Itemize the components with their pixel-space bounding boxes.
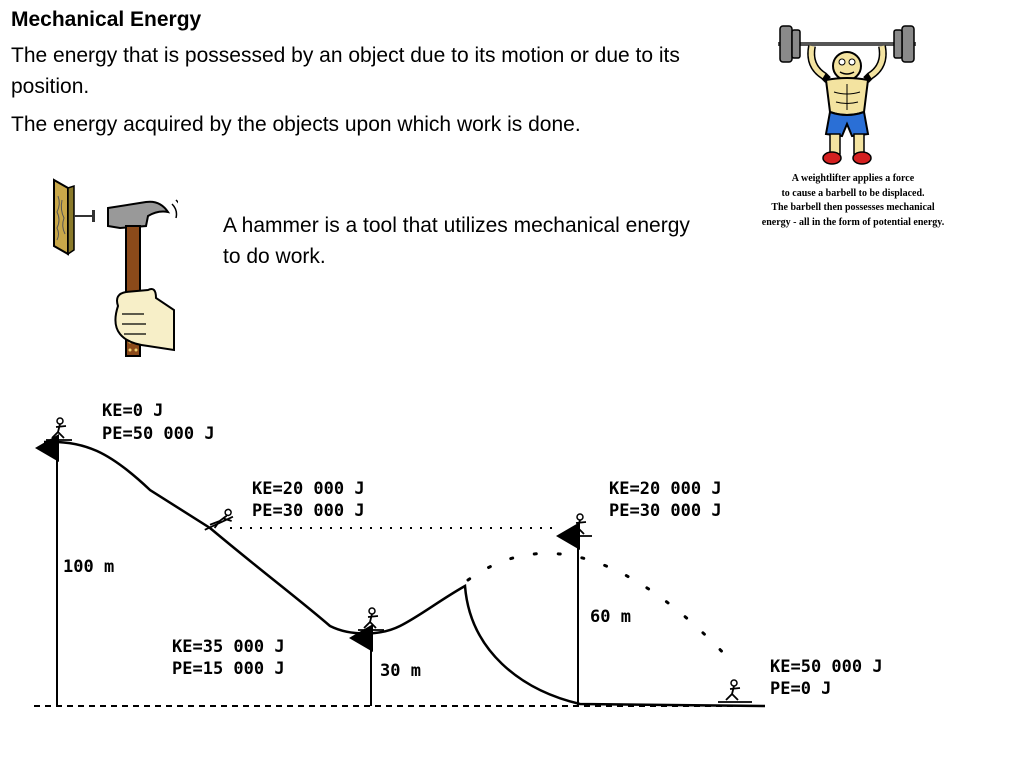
label-apex-ke: KE=20 000 J (609, 479, 722, 499)
label-top-pe: PE=50 000 J (102, 424, 215, 444)
wooden-board (53, 178, 75, 256)
label-height-30: 30 m (380, 661, 421, 681)
hand (114, 288, 175, 352)
weightlifter-illustration (778, 25, 916, 165)
slide-title: Mechanical Energy (11, 8, 202, 31)
weightlifter-body (807, 45, 887, 116)
energy-diagram: KE=0 J PE=50 000 J KE=20 000 J PE=30 000… (34, 401, 883, 708)
label-valley-ke: KE=35 000 J (172, 637, 285, 657)
label-end-pe: PE=0 J (770, 679, 831, 699)
blue-shorts (824, 110, 870, 138)
weightlifter-caption-line: energy - all in the form of potential en… (761, 216, 945, 228)
red-shoes (822, 151, 872, 165)
definition-work-done: The energy acquired by the objects upon … (11, 113, 581, 136)
weightlifter-caption: A weightlifter applies a force to cause … (742, 172, 964, 230)
nail (74, 210, 95, 222)
legs (829, 133, 865, 155)
label-valley-pe: PE=15 000 J (172, 659, 285, 679)
skier-slope-icon (204, 508, 234, 531)
weightlifter-caption-line: to cause a barbell to be displaced. (781, 187, 925, 199)
label-top-ke: KE=0 J (102, 401, 163, 421)
weightlifter-caption-line: A weightlifter applies a force (791, 173, 915, 184)
label-slope-ke: KE=20 000 J (252, 479, 365, 499)
hammer-head (107, 199, 178, 230)
label-slope-pe: PE=30 000 J (252, 501, 365, 521)
hammer-caption: A hammer is a tool that utilizes mechani… (223, 214, 690, 268)
definition-motion-position: The energy that is possessed by an objec… (11, 44, 680, 98)
skier-valley-icon (358, 607, 384, 631)
skier-apex-icon (566, 513, 592, 537)
label-height-60: 60 m (590, 607, 631, 627)
weightlifter-caption-line: The barbell then possesses mechanical (771, 202, 935, 213)
label-apex-pe: PE=30 000 J (609, 501, 722, 521)
barbell (778, 25, 916, 63)
hammer-illustration (53, 178, 178, 357)
label-height-100: 100 m (63, 557, 114, 577)
skier-end-icon (718, 679, 752, 703)
label-end-ke: KE=50 000 J (770, 657, 883, 677)
skier-top-icon (46, 417, 72, 441)
